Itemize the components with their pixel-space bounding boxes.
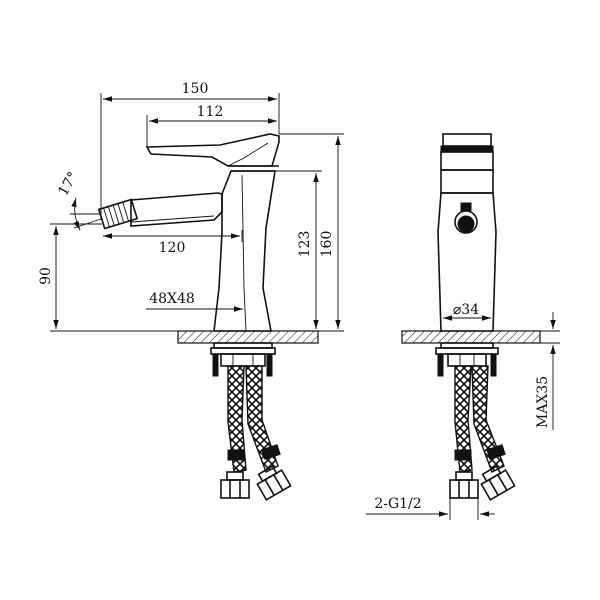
front-hose-nut-right: [480, 465, 516, 501]
side-handle-inner: [227, 142, 269, 167]
dim-label-34: ⌀34: [453, 302, 479, 318]
side-body-inner: [241, 174, 247, 332]
dim-arc-17: [71, 197, 81, 231]
front-handle-band: [440, 145, 494, 153]
front-handle-top: [442, 133, 492, 147]
dim-label-112: 112: [197, 104, 224, 120]
side-mount-nut: [220, 353, 266, 367]
dim-label-160: 160: [319, 231, 335, 258]
front-cap: [440, 169, 494, 194]
front-stud-left: [437, 353, 444, 377]
front-stud-right: [490, 353, 497, 377]
front-spout-aerator: [457, 215, 475, 233]
front-view: ⌀34 MAX35: [366, 133, 560, 520]
dim-label-150: 150: [182, 81, 209, 97]
side-hose-nut-left: [220, 471, 250, 499]
side-aerator: [97, 198, 139, 230]
dim-label-17: 17°: [55, 169, 81, 199]
side-spout: [130, 192, 223, 227]
dim-label-90: 90: [38, 267, 54, 285]
side-hose-nut-right: [256, 465, 292, 501]
front-hose-right: [471, 365, 505, 473]
front-handle-lower: [440, 151, 494, 171]
dim-label-g12: 2-G1/2: [374, 496, 421, 512]
side-handle: [145, 133, 280, 167]
side-stud-left: [212, 353, 219, 377]
front-hose-nut-left: [449, 471, 479, 499]
dim-label-max35: MAX35: [535, 376, 551, 428]
front-mount-washer: [435, 347, 499, 355]
side-hose-left: [227, 365, 247, 473]
side-stud-right: [266, 353, 273, 377]
side-mount-washer: [210, 347, 276, 355]
front-deck: [401, 330, 541, 344]
dim-label-123: 123: [297, 231, 313, 258]
dim-label-48x48: 48X48: [149, 291, 195, 307]
dim-label-120: 120: [159, 240, 186, 256]
front-spout-neck: [460, 202, 472, 212]
front-mount-nut: [447, 353, 487, 367]
side-spout-underside: [130, 215, 215, 223]
side-hose-right: [245, 365, 279, 473]
side-view: 150 112 120 90 17° 123 160 48X48: [38, 81, 344, 501]
side-deck: [177, 330, 319, 344]
front-hose-left: [454, 365, 473, 473]
